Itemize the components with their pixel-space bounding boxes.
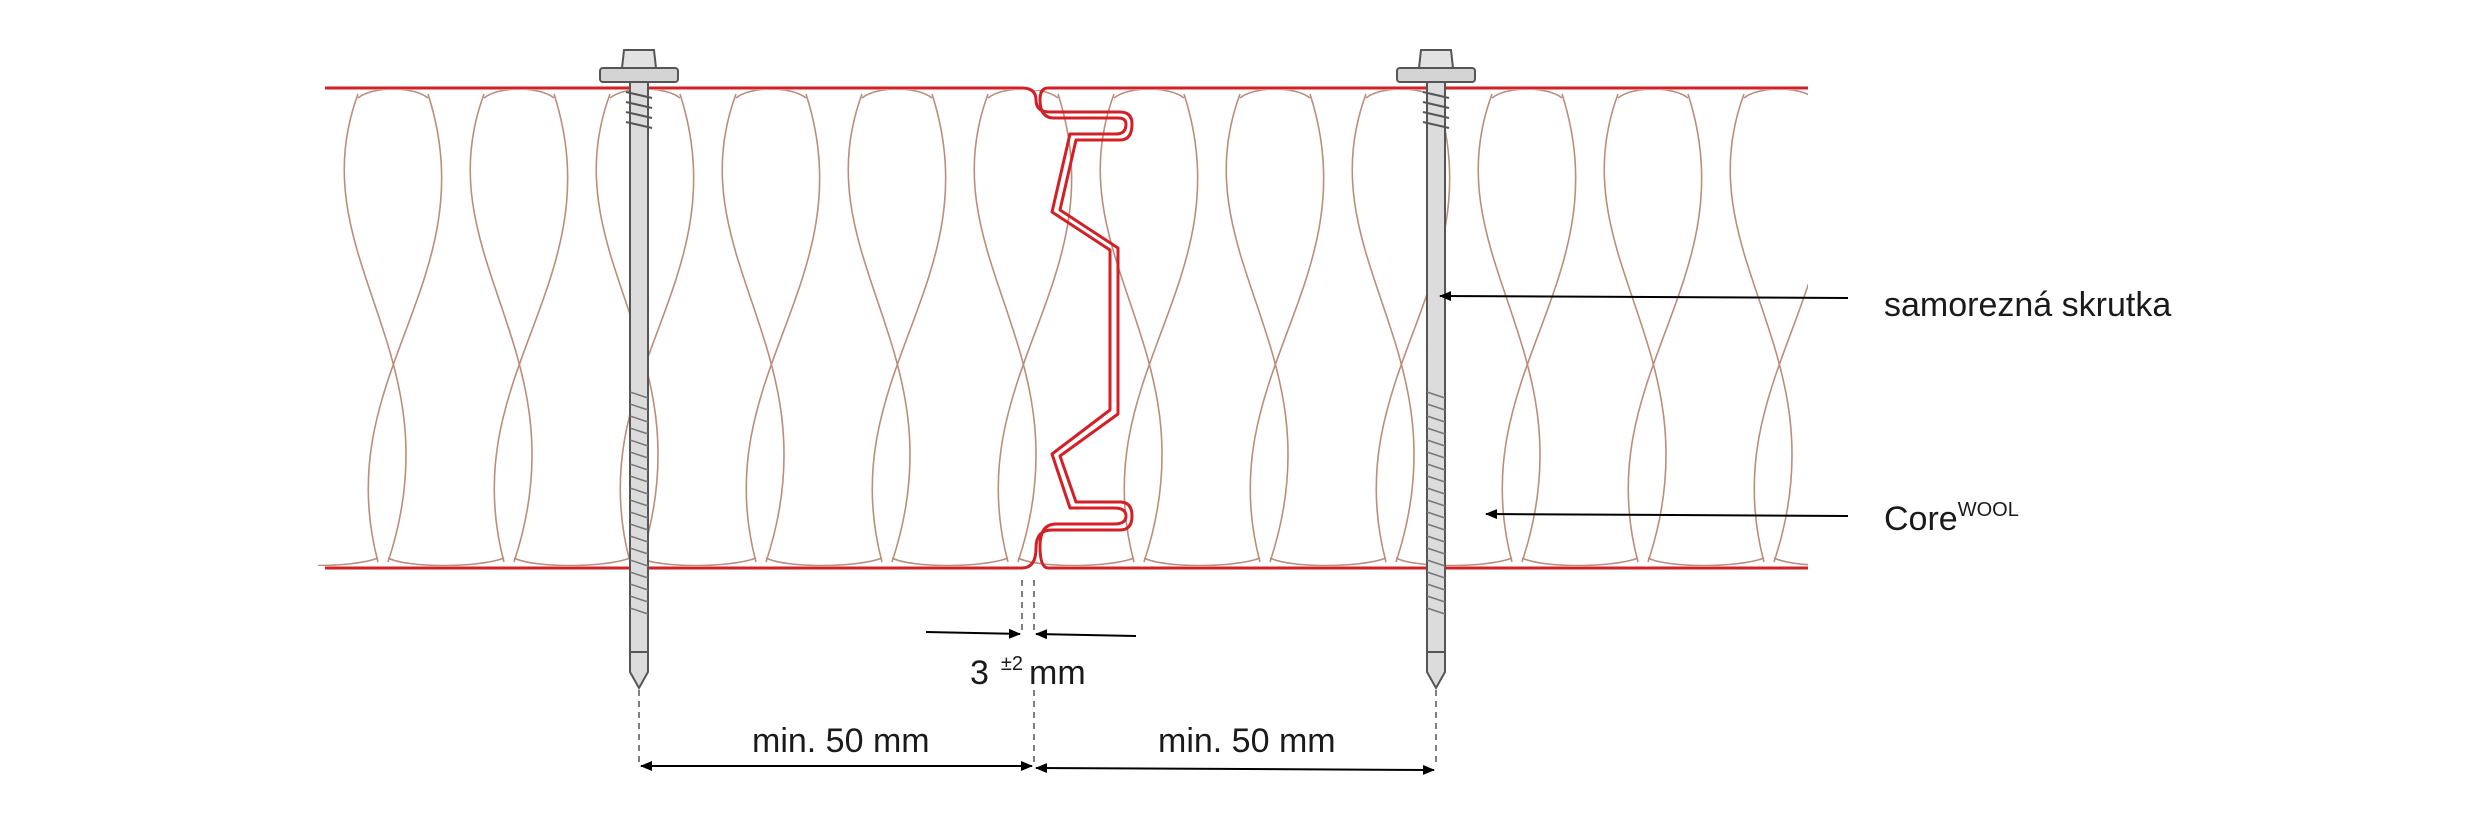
wool-fibre bbox=[1395, 557, 1513, 566]
wool-fibre bbox=[1753, 282, 1808, 563]
screw-callout-arrow bbox=[1439, 291, 1849, 302]
wool-fibre bbox=[1880, 94, 1953, 562]
mineral-wool-core bbox=[218, 89, 2142, 566]
wool-fibre bbox=[1743, 90, 1808, 99]
screw-thread-top bbox=[625, 91, 653, 129]
wool-fibre bbox=[595, 93, 659, 563]
wool-fibre bbox=[1123, 93, 1199, 563]
wool-fibre bbox=[493, 93, 569, 563]
wool-fibre bbox=[973, 93, 1037, 563]
gap-value: 3 bbox=[970, 654, 989, 692]
gap-label: 3 ±2 mm bbox=[970, 653, 1086, 692]
wool-fibre bbox=[1617, 90, 1689, 99]
wool-fibre bbox=[1900, 558, 2016, 566]
wool-fibre bbox=[218, 94, 280, 562]
screw-spacing-dimension: min. 50 mm min. 50 mm bbox=[638, 690, 1437, 775]
wool-fibre bbox=[357, 90, 429, 99]
wool-fibre bbox=[745, 93, 821, 563]
wool-fibre bbox=[1982, 94, 2044, 562]
wool-fibre bbox=[2026, 558, 2142, 566]
wool-fibre bbox=[1477, 93, 1541, 563]
wool-fibre bbox=[1225, 93, 1289, 563]
wool-fibre bbox=[609, 90, 681, 99]
dim-right-label: min. 50 mm bbox=[1158, 722, 1336, 760]
gap-arrow-right bbox=[1035, 629, 1137, 640]
screw-label: samorezná skrutka bbox=[1884, 286, 2171, 324]
dim-right-arrow bbox=[1035, 763, 1435, 775]
wool-fibre bbox=[242, 94, 315, 562]
wool-fibre bbox=[2006, 94, 2079, 562]
wool-fibre bbox=[1501, 93, 1577, 563]
wool-fibre bbox=[469, 93, 533, 563]
wool-fibre bbox=[343, 93, 407, 563]
wool-fibre bbox=[619, 93, 695, 563]
wool-fibre bbox=[987, 90, 1059, 99]
wool-fibre bbox=[721, 93, 785, 563]
wool-fibre bbox=[1491, 90, 1563, 99]
screw-thread-top bbox=[1422, 91, 1450, 129]
dim-left-label: min. 50 mm bbox=[752, 722, 930, 760]
wool-fibre bbox=[997, 93, 1073, 563]
wool-fibre bbox=[1249, 93, 1325, 563]
wool-fibre bbox=[765, 557, 883, 566]
screw-washer bbox=[1396, 67, 1476, 83]
wool-fibre bbox=[1521, 557, 1639, 566]
wool-fibre bbox=[735, 90, 807, 99]
wool-fibre bbox=[1269, 557, 1387, 566]
screw-shank bbox=[1426, 81, 1446, 653]
wool-fibre bbox=[1647, 557, 1765, 566]
wool-fibre bbox=[1017, 557, 1135, 566]
wool-fibre bbox=[1351, 93, 1415, 563]
wool-fibre bbox=[367, 93, 443, 563]
wool-fibre bbox=[513, 557, 631, 566]
wool-fibre bbox=[1870, 89, 1940, 98]
wool-fibre bbox=[1856, 94, 1918, 562]
wool-fibre bbox=[1239, 90, 1311, 99]
wool-fibre bbox=[1729, 93, 1793, 563]
wool-fibre bbox=[483, 90, 555, 99]
gap-tolerance: ±2 bbox=[1001, 653, 1023, 675]
wool-fibre bbox=[1996, 89, 2066, 98]
screw-drill-tip bbox=[629, 651, 649, 691]
screw-washer bbox=[599, 67, 679, 83]
core-callout-arrow bbox=[1485, 509, 1849, 520]
wool-fibre bbox=[1113, 90, 1185, 99]
core-label: CoreWOOL bbox=[1884, 499, 2019, 538]
panel-joint-profile bbox=[1021, 86, 1134, 570]
wool-fibre bbox=[847, 93, 911, 563]
wool-fibre bbox=[871, 93, 947, 563]
gap-arrow-left bbox=[925, 628, 1021, 639]
wool-fibre bbox=[639, 557, 757, 566]
screw-head bbox=[1417, 49, 1455, 69]
wool-fibre bbox=[387, 557, 505, 566]
self-tapping-screw-left bbox=[599, 49, 679, 691]
screw-shank bbox=[629, 81, 649, 653]
wool-fibre bbox=[232, 89, 302, 98]
screw-thread-bottom bbox=[629, 391, 649, 615]
wool-fibre bbox=[1143, 557, 1261, 566]
screw-drill-tip bbox=[1426, 651, 1446, 691]
self-tapping-screw-right bbox=[1396, 49, 1476, 691]
wool-fibre bbox=[318, 557, 379, 566]
gap-dimension: 3 ±2 mm bbox=[925, 580, 1137, 692]
wool-fibre bbox=[891, 557, 1009, 566]
core-label-superscript: WOOL bbox=[1958, 499, 2019, 521]
wool-fibre bbox=[1099, 93, 1163, 563]
wool-fibre bbox=[1627, 93, 1703, 563]
wool-fibre bbox=[1773, 557, 1808, 566]
wool-fibre bbox=[861, 90, 933, 99]
gap-unit: mm bbox=[1029, 654, 1086, 692]
screw-head bbox=[620, 49, 658, 69]
wool-fibre bbox=[1375, 93, 1451, 563]
panel-left bbox=[325, 86, 1022, 570]
screw-thread-bottom bbox=[1426, 391, 1446, 615]
core-label-base: Core bbox=[1884, 500, 1958, 538]
wool-fibre bbox=[1603, 93, 1667, 563]
